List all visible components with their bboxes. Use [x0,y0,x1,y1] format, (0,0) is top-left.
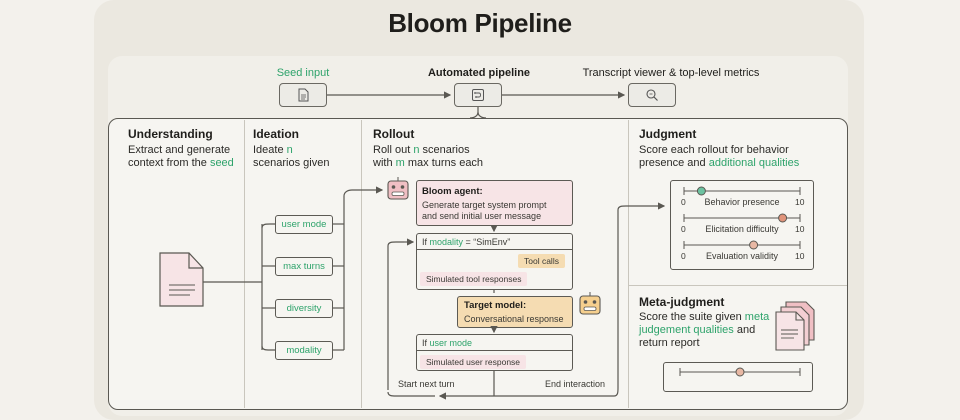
judgment-metrics-box [670,180,814,270]
automated-pipeline-button[interactable] [454,83,502,107]
conversational-response: Conversational response [464,314,564,324]
bloom-agent-title: Bloom agent: [422,186,483,197]
ideation-item-user-mode: user mode [275,215,333,234]
judgment-metric-marker-0 [696,186,706,196]
bloom-agent-description: Generate target system prompt and send i… [422,200,547,221]
judgment-metric-name-label: Behavior presence [704,197,780,207]
user-mode-condition: If user mode [422,338,473,348]
understanding-description: Extract and generate context from the se… [128,144,234,169]
simenv-condition: If modality = “SimEnv” [422,237,511,247]
ideation-heading: Ideation [253,127,300,141]
judgment-metric-min-label: 0 [681,251,686,261]
ideation-item-max-turns: max turns [275,257,333,276]
transcript-viewer-label: Transcript viewer & top-level metrics [582,67,760,79]
meta-judgment-description: Score the suite given meta judgement qua… [639,311,770,349]
search-icon [646,89,658,101]
automated-pipeline-label: Automated pipeline [427,67,531,79]
ideation-description: Ideate n scenarios given [253,144,330,169]
bloom-agent-card [416,180,573,226]
judgment-metric-max-label: 10 [795,251,805,261]
ideation-item-diversity: diversity [275,299,333,318]
row-divider [629,285,847,286]
ideation-item-modality: modality [275,341,333,360]
transcript-viewer-button[interactable] [628,83,676,107]
judgment-metric-name-label: Evaluation validity [705,251,779,261]
judgment-metric-marker-2 [749,240,759,250]
end-interaction-label: End interaction [545,379,606,389]
start-next-turn-label: Start next turn [398,379,455,389]
column-divider [628,120,629,408]
meta-metric-box [663,362,813,392]
document-icon [298,88,309,102]
judgment-heading: Judgment [639,127,697,141]
meta-judgment-heading: Meta-judgment [639,295,725,309]
judgment-metric-min-label: 0 [681,197,686,207]
judgment-metric-min-label: 0 [681,224,686,234]
target-model-title: Target model: [464,300,527,311]
seed-input-label: Seed input [276,67,330,79]
judgment-metric-marker-1 [778,213,788,223]
seed-input-button[interactable] [279,83,327,107]
meta-metric-marker-0 [735,367,745,377]
column-divider [244,120,245,408]
pipeline-icon [472,89,484,101]
simulated-tool-responses-chip: Simulated tool responses [420,272,528,286]
simenv-card-header [417,234,572,250]
judgment-metric-max-label: 10 [795,197,805,207]
judgment-metric-name-label: Elicitation difficulty [705,224,779,234]
rollout-description: Roll out n scenarios with m max turns ea… [373,144,484,169]
judgment-description: Score each rollout for behavior presence… [639,144,800,169]
column-divider [361,120,362,408]
page-title: Bloom Pipeline [388,8,572,38]
robot-icon [579,292,601,315]
simulated-user-response-chip: Simulated user response [420,355,527,369]
stacked-files-icon [775,301,815,351]
target-model-card [457,296,573,328]
judgment-metric-max-label: 10 [795,224,805,234]
tool-calls-chip: Tool calls [518,254,565,268]
robot-icon [387,177,409,200]
user-mode-card-header [417,335,572,351]
rollout-heading: Rollout [373,127,415,141]
document-icon [159,252,204,307]
understanding-heading: Understanding [128,127,213,141]
